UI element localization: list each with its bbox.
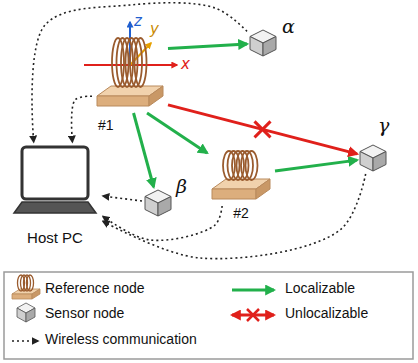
coil-icon [210, 148, 272, 203]
pc-node: Host PC [10, 145, 100, 225]
legend-cube-symbol [17, 303, 35, 322]
wireless-link [72, 96, 92, 142]
legend-text: Localizable [285, 281, 355, 296]
axis-label: z [134, 13, 142, 30]
axis-label: y [150, 21, 159, 38]
unlocalizable-arrow [168, 105, 357, 154]
legend-text: Wireless communication [45, 332, 197, 347]
cross-mark [255, 121, 271, 137]
shape-face [373, 152, 386, 172]
node-label: β [176, 176, 187, 197]
legend-frame [4, 272, 413, 359]
coil-node: #1 [95, 35, 165, 110]
legend-green-arrow [232, 289, 274, 292]
node-label: γ [378, 115, 389, 136]
localizable-arrow [168, 44, 247, 48]
shape-face [263, 37, 276, 57]
localizable-arrow [275, 160, 357, 171]
cross-stroke [255, 121, 271, 137]
cross-stroke [255, 121, 271, 137]
wireless-link [32, 3, 247, 142]
shape-face [360, 152, 373, 172]
shape-face [256, 179, 270, 199]
legend-dotted-arrow [12, 340, 38, 342]
shape-face [158, 197, 171, 217]
cube-node: γ [360, 145, 386, 171]
cube-icon [360, 145, 386, 171]
shape-face [14, 202, 96, 213]
cube-icon [250, 30, 276, 56]
laptop-screen [22, 147, 88, 199]
localizable-arrow [134, 113, 154, 187]
coil-winding [246, 151, 258, 180]
coil-node: #2 [210, 148, 272, 203]
node-label: α [282, 16, 295, 37]
wireless-link [103, 174, 366, 259]
coil-icon [95, 35, 165, 110]
wireless-link [103, 196, 142, 201]
legend-text: Sensor node [45, 306, 124, 321]
legend-cross-mark [247, 309, 259, 321]
node-label: #2 [233, 206, 249, 221]
axis-label: x [181, 56, 190, 73]
shape-face [97, 96, 149, 106]
shape-face [145, 197, 158, 217]
cube-node: α [250, 30, 276, 56]
legend-text: Unlocalizable [285, 306, 368, 321]
legend-text: Reference node [45, 281, 145, 296]
pc-icon [10, 145, 100, 225]
node-label: Host PC [27, 230, 83, 247]
legend-coil-symbol [12, 275, 40, 299]
shape-face [250, 37, 263, 57]
cube-icon [145, 190, 171, 216]
shape-face [149, 86, 163, 106]
cube-node: β [145, 190, 171, 216]
node-label: #1 [98, 118, 114, 133]
coil-winding [135, 38, 147, 87]
shape-face [212, 189, 256, 199]
localizable-arrow [147, 113, 207, 153]
